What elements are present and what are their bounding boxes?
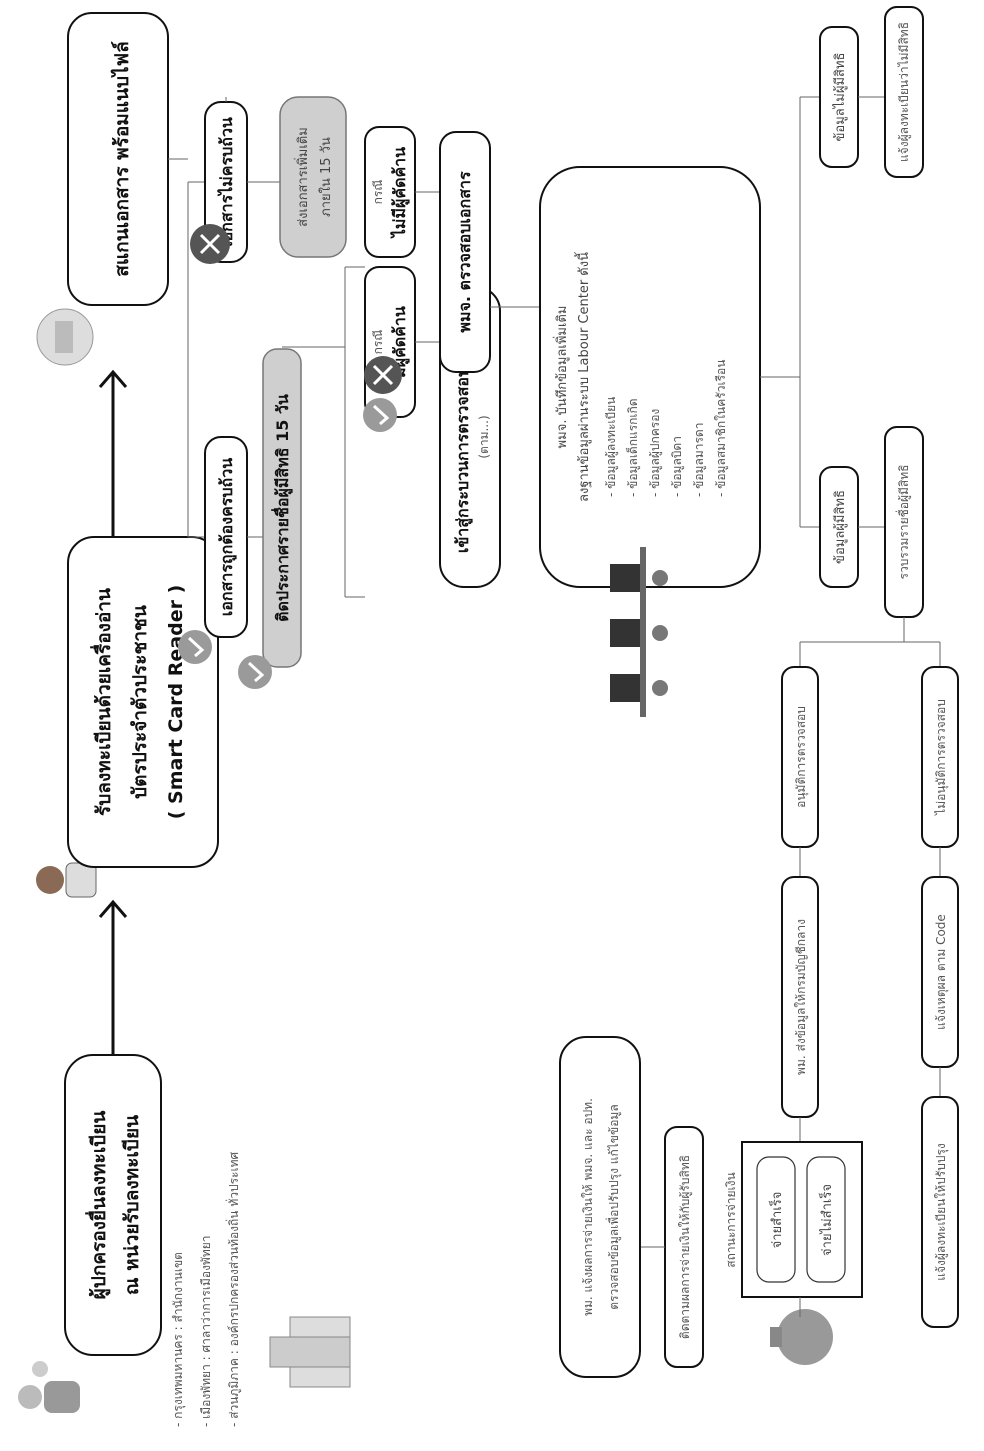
db-title-2: ลงฐานข้อมูลผ่านระบบ Labour Center ดังนี้ — [574, 251, 592, 502]
ineligible-note-box: แจ้งผู้ลงทะเบียนว่าไม่มีสิทธิ — [884, 6, 924, 178]
docs-bad-note-1: ส่งเอกสารเพิ่มเติม — [294, 127, 311, 227]
no-objection-line-2: ไม่มีผู้คัดค้าน — [390, 147, 411, 239]
building-icon — [269, 1316, 351, 1388]
notify-owner-label: แจ้งผู้ลงทะเบียนให้ปรับปรุง — [934, 1143, 949, 1281]
ineligible-note: แจ้งผู้ลงทะเบียนว่าไม่มีสิทธิ — [897, 22, 912, 162]
report-code-box: แจ้งเหตุผล ตาม Code — [921, 876, 959, 1068]
announce-box: ติดประกาศรายชื่อผู้มีสิทธิ 15 วัน — [262, 348, 302, 668]
db-item-5: - ข้อมูลมารดา — [692, 423, 707, 497]
verify-box: พมจ. ตรวจสอบเอกสาร — [439, 131, 491, 373]
follow-up-box: ติดตามผลการจ่ายเงินให้กับผู้รับสิทธิ — [664, 1126, 704, 1368]
db-item-1: - ข้อมูลผู้ลงทะเบียน — [604, 397, 619, 497]
final-line-2: ตรวจสอบข้อมูลเพื่อปรับปรุง แก้ไขข้อมูล — [605, 1104, 622, 1309]
owner-line-2: ณ หน่วยรับลงทะเบียน — [121, 1115, 143, 1295]
db-item-4: - ข้อมูลบิดา — [670, 436, 685, 497]
rotated-layer: ผู้ปกครองยื่นลงทะเบียน ณ หน่วยรับลงทะเบี… — [18, 6, 959, 1427]
report-transfer-box: พม. ส่งข้อมูลให้กรมบัญชีกลาง — [781, 876, 819, 1118]
objection-line-2: มีผู้คัดค้าน — [390, 306, 411, 378]
cross-icon — [364, 356, 402, 394]
note-regional: - ส่วนภูมิภาค : องค์กรปกครองส่วนท้องถิ่น… — [225, 1152, 242, 1427]
eligible-label: ข้อมูลผู้มีสิทธิ — [832, 490, 848, 564]
check-icon — [238, 655, 272, 689]
investigate-line-1: เข้าสู่กระบวนการตรวจสอบข้อเท็จ — [451, 321, 474, 553]
officer-icon — [36, 862, 97, 898]
no-objection-line-1: กรณี — [371, 180, 385, 205]
db-item-6: - ข้อมูลสมาชิกในครัวเรือน — [714, 360, 729, 497]
not-approve-box: ไม่อนุมัติการตรวจสอบ — [921, 666, 959, 848]
objection-line-1: กรณี — [371, 330, 385, 355]
review-box: รวบรวมรายชื่อผู้มีสิทธิ — [884, 426, 924, 618]
ineligible-box: ข้อมูลไม่ผู้มีสิทธิ — [819, 26, 859, 168]
notify-owner-box: แจ้งผู้ลงทะเบียนให้ปรับปรุง — [921, 1096, 959, 1328]
scan-label: สแกนเอกสาร พร้อมแนบไฟล์ — [110, 41, 133, 276]
office-workers-icon — [610, 547, 668, 717]
check-icon — [363, 398, 397, 432]
cross-icon — [190, 224, 230, 264]
money-bag-icon — [770, 1309, 833, 1365]
db-item-2: - ข้อมูลเด็กแรกเกิด — [625, 398, 641, 497]
smartcard-line-1: รับลงทะเบียนด้วยเครื่องอ่าน — [90, 588, 115, 816]
docs-ok-label: เอกสารถูกต้องครบถ้วน — [217, 458, 238, 616]
owner-register-box: ผู้ปกครองยื่นลงทะเบียน ณ หน่วยรับลงทะเบี… — [64, 1054, 162, 1356]
final-line-1: พม. แจ้งผลการจ่ายเงินให้ พมจ. และ อปท. — [581, 1098, 595, 1316]
objection-box: กรณี มีผู้คัดค้าน — [364, 266, 416, 418]
scanner-icon — [36, 308, 94, 366]
report-transfer-label: พม. ส่งข้อมูลให้กรมบัญชีกลาง — [794, 919, 809, 1075]
verify-label: พมจ. ตรวจสอบเอกสาร — [455, 171, 474, 333]
scan-docs-box: สแกนเอกสาร พร้อมแนบไฟล์ — [67, 12, 169, 306]
payment-status-label: สถานะการจ่ายเงิน — [724, 1172, 738, 1267]
ineligible-label: ข้อมูลไม่ผู้มีสิทธิ — [832, 53, 848, 142]
announce-label: ติดประกาศรายชื่อผู้มีสิทธิ 15 วัน — [271, 394, 294, 622]
pay-fail-label: จ่ายไม่สำเร็จ — [817, 1184, 835, 1256]
db-title-1: พมจ. บันทึกข้อมูลเพิ่มเติม — [553, 306, 570, 449]
smartcard-line-3: ( Smart Card Reader ) — [165, 585, 187, 820]
docs-bad-box: เอกสารไม่ครบถ้วน — [204, 101, 248, 263]
pay-ok-label: จ่ายสำเร็จ — [767, 1192, 785, 1249]
family-icon — [18, 1361, 80, 1413]
db-box: พมจ. บันทึกข้อมูลเพิ่มเติม ลงฐานข้อมูลผ่… — [539, 166, 761, 588]
docs-bad-note: ส่งเอกสารเพิ่มเติม ภายใน 15 วัน — [279, 96, 347, 258]
docs-bad-note-2: ภายใน 15 วัน — [318, 137, 334, 217]
not-approve-label: ไม่อนุมัติการตรวจสอบ — [934, 699, 949, 816]
no-objection-box: กรณี ไม่มีผู้คัดค้าน — [364, 126, 416, 258]
approve-label: อนุมัติการตรวจสอบ — [794, 706, 809, 808]
investigate-line-2: (ตาม...) — [477, 415, 491, 458]
payment-status-box: สถานะการจ่ายเงิน จ่ายสำเร็จ จ่ายไม่สำเร็… — [724, 1141, 863, 1298]
smartcard-box: รับลงทะเบียนด้วยเครื่องอ่าน บัตรประจำตัว… — [67, 536, 219, 868]
note-bkk: - กรุงเทพมหานคร : สำนักงานเขต — [171, 1252, 186, 1427]
eligible-box: ข้อมูลผู้มีสิทธิ — [819, 466, 859, 588]
owner-line-1: ผู้ปกครองยื่นลงทะเบียน — [85, 1111, 111, 1300]
db-item-3: - ข้อมูลผู้ปกครอง — [648, 409, 663, 497]
report-code-label: แจ้งเหตุผล ตาม Code — [934, 914, 949, 1030]
docs-ok-box: เอกสารถูกต้องครบถ้วน — [204, 436, 248, 638]
final-box: พม. แจ้งผลการจ่ายเงินให้ พมจ. และ อปท. ต… — [559, 1036, 641, 1378]
approve-box: อนุมัติการตรวจสอบ — [781, 666, 819, 848]
note-pattaya: - เมืองพัทยา : ศาลาว่าการเมืองพัทยา — [199, 1235, 213, 1427]
review-label: รวบรวมรายชื่อผู้มีสิทธิ — [895, 465, 912, 580]
docs-bad-label: เอกสารไม่ครบถ้วน — [217, 117, 236, 247]
follow-up-label: ติดตามผลการจ่ายเงินให้กับผู้รับสิทธิ — [678, 1155, 693, 1339]
check-icon — [178, 630, 212, 664]
smartcard-line-2: บัตรประจำตัวประชาชน — [129, 605, 151, 799]
